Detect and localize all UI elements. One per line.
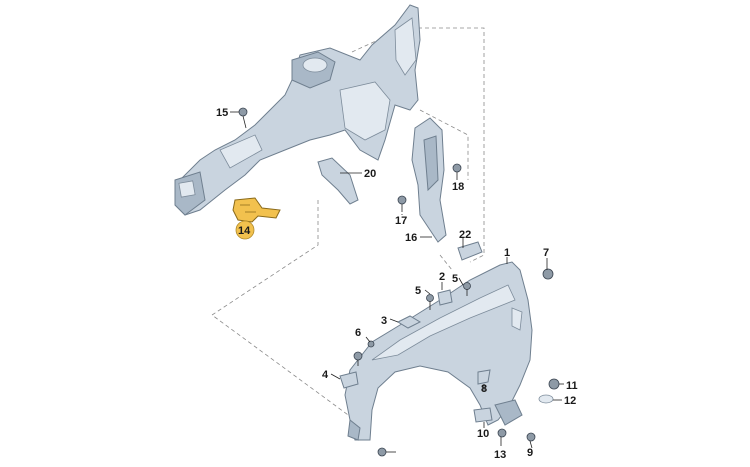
- callout-6: 6: [355, 327, 361, 339]
- callout-2: 2: [439, 271, 445, 283]
- screws: [238, 107, 560, 457]
- callout-9: 9: [527, 447, 533, 459]
- callout-10: 10: [477, 428, 489, 440]
- screw-18[interactable]: [452, 163, 462, 180]
- callout-17: 17: [395, 215, 407, 227]
- small-parts: [339, 289, 554, 423]
- callout-18: 18: [452, 181, 464, 193]
- callout-14: 14: [238, 225, 251, 237]
- callout-11: 11: [566, 380, 578, 392]
- screw-bottom[interactable]: [377, 447, 396, 457]
- screw-15[interactable]: [238, 107, 248, 129]
- callout-1: 1: [504, 247, 510, 259]
- part-8-clip[interactable]: [477, 369, 491, 385]
- part-1-fender[interactable]: [344, 261, 533, 441]
- callout-3: 3: [381, 315, 387, 327]
- part-20-bracket[interactable]: [317, 157, 359, 205]
- callout-5a: 5: [415, 285, 421, 297]
- part-16-insulation[interactable]: [411, 117, 447, 243]
- callout-8: 8: [481, 383, 487, 395]
- screw-6[interactable]: [353, 340, 375, 366]
- part-10-clip[interactable]: [473, 407, 493, 423]
- screw-11[interactable]: [548, 378, 560, 390]
- callout-14-highlight: [235, 220, 255, 240]
- screw-7[interactable]: [542, 268, 554, 280]
- body-structure: [174, 4, 421, 216]
- part-3-clip[interactable]: [396, 315, 422, 329]
- callout-22: 22: [459, 229, 471, 241]
- callout-labels: 15 14 20 18 17 16 22 1 7 2 5 5 3 6 4 8 1…: [216, 107, 578, 461]
- screw-17[interactable]: [397, 195, 407, 212]
- reference-lines: [211, 27, 485, 421]
- callout-12: 12: [564, 395, 576, 407]
- callout-13: 13: [494, 449, 506, 461]
- part-4-clip[interactable]: [339, 371, 359, 389]
- callout-7: 7: [543, 247, 549, 259]
- screw-5a[interactable]: [426, 294, 434, 311]
- callout-5b: 5: [452, 273, 458, 285]
- callout-16: 16: [405, 232, 417, 244]
- callout-20: 20: [364, 168, 376, 180]
- callout-4: 4: [322, 369, 329, 381]
- part-22-strip[interactable]: [457, 241, 483, 261]
- part-14-bracket[interactable]: [232, 197, 281, 223]
- callout-15: 15: [216, 107, 228, 119]
- screw-9[interactable]: [526, 432, 536, 442]
- screw-13[interactable]: [497, 428, 507, 438]
- part-2-clip[interactable]: [437, 289, 453, 306]
- screw-5b[interactable]: [463, 282, 471, 297]
- part-12-washer[interactable]: [538, 394, 554, 404]
